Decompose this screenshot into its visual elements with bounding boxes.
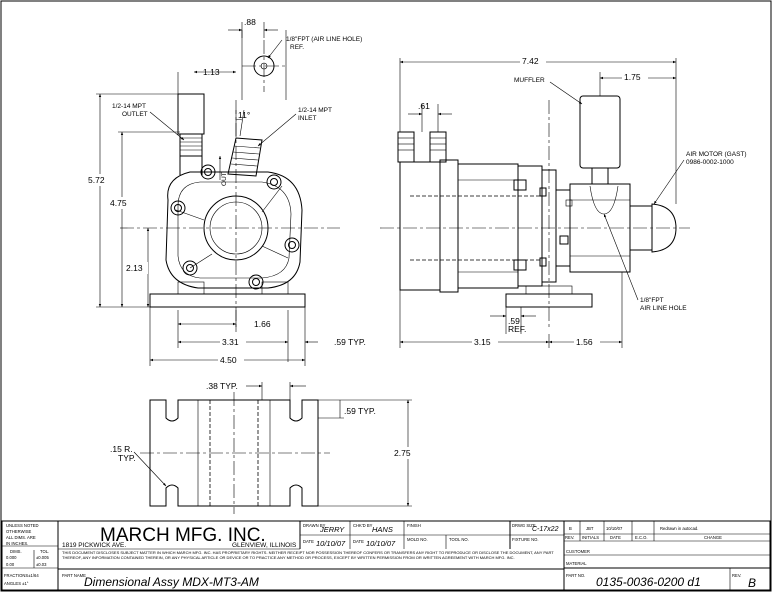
part-no: 0135-0036-0200 d1 xyxy=(596,575,701,589)
dim-475: 4.75 xyxy=(110,198,127,208)
rev-value: B xyxy=(748,576,756,590)
front-view-dimensions: 1.13 1/2-14 MPT OUTLET 1/2-14 MPT INLET … xyxy=(86,67,366,366)
air-motor-label-2: 0986-0002-1000 xyxy=(686,159,734,166)
in-inches: IN INCHES. xyxy=(6,541,28,546)
rev-row-date: 10/10/07 xyxy=(606,526,623,531)
all-dims: ALL DIMS. ARE xyxy=(6,535,36,540)
rev-row-change: Redrawn in autocad. xyxy=(660,526,698,531)
air-motor-label-1: AIR MOTOR (GAST) xyxy=(686,151,747,158)
dim-059-ref-label: REF. xyxy=(508,324,526,334)
company-name: MARCH MFG. INC. xyxy=(100,525,266,546)
date-label-1: DATE xyxy=(303,539,314,544)
dim-015-r-typ: TYP. xyxy=(118,453,136,463)
company-city: GLENVIEW, ILLINOIS xyxy=(232,542,297,549)
part-name: Dimensional Assy MDX-MT3-AM xyxy=(84,575,259,589)
otherwise: OTHERWISE xyxy=(6,529,31,534)
dim-742: 7.42 xyxy=(522,56,539,66)
dims-row1: 0.000 xyxy=(6,555,17,560)
drwg-size: C-17x22 xyxy=(532,526,559,533)
drwg-size-label: DRWG SIZE xyxy=(512,523,536,528)
dim-175: 1.75 xyxy=(624,72,641,82)
dim-088: .88 xyxy=(244,17,256,27)
mold-label: MOLD NO. xyxy=(407,537,428,542)
title-block: UNLESS NOTED OTHERWISE ALL DIMS. ARE IN … xyxy=(1,520,771,591)
dims-row2: 0.00 xyxy=(6,562,15,567)
part-name-label: PART NAME xyxy=(62,573,86,578)
air-line-hole-detail: .88 1/8"FPT (AIR LINE HOLE) REF. xyxy=(228,17,362,100)
tol-label: TOL. xyxy=(40,549,49,554)
customer-label: CUSTOMER xyxy=(566,549,590,554)
dim-331: 3.31 xyxy=(222,337,239,347)
rev-hdr: REV. xyxy=(565,535,574,540)
finish-label: FINISH xyxy=(407,523,421,528)
dim-113: 1.13 xyxy=(203,67,220,77)
dim-059-typ-2: .59 TYP. xyxy=(344,406,376,416)
inlet-label-1: 1/2-14 MPT xyxy=(298,107,332,114)
angles: ANGLES ±1° xyxy=(4,581,29,586)
front-view: OUT 11° xyxy=(120,93,340,330)
date-label-2: DATE xyxy=(353,539,364,544)
dim-061: .61 xyxy=(418,101,430,111)
date-1: 10/10/07 xyxy=(316,539,346,548)
side-view-dimensions: 7.42 1.75 .61 MUFFLER AIR MOTOR (GAST) 0… xyxy=(399,55,747,348)
company-address: 1819 PICKWICK AVE. xyxy=(62,542,126,549)
out-arrow-label: OUT xyxy=(221,172,228,186)
tol-row1: ±0.005 xyxy=(36,555,49,560)
rev-row-initials: JBT xyxy=(586,526,594,531)
inlet-label-2: INLET xyxy=(298,115,316,122)
fpt-label-2: AIR LINE HOLE xyxy=(640,305,687,312)
dim-166: 1.66 xyxy=(254,319,271,329)
dim-315: 3.15 xyxy=(474,337,491,347)
dims-label: DIMS. xyxy=(10,549,22,554)
base-view-dimensions: .38 TYP. .59 TYP. 2.75 .15 R. TYP. xyxy=(110,381,420,507)
tol-row2: ±0.03 xyxy=(36,562,47,567)
fixture-label: FIXTURE NO. xyxy=(512,537,539,542)
outlet-label-1: 1/2-14 MPT xyxy=(112,103,146,110)
dim-275: 2.75 xyxy=(394,448,411,458)
chkd-by: HANS xyxy=(372,525,393,534)
angle-11: 11° xyxy=(238,110,250,120)
disclaimer-text: THIS DOCUMENT DISCLOSES SUBJECT MATTER I… xyxy=(62,550,554,560)
chkd-by-label: CHK'D BY xyxy=(353,523,373,528)
outlet-label-2: OUTLET xyxy=(122,111,148,118)
drawn-by: JERRY xyxy=(319,525,345,534)
eco-hdr: E.C.O. xyxy=(635,535,648,540)
dim-156: 1.56 xyxy=(576,337,593,347)
fpt-label-1: 1/8"FPT xyxy=(640,297,664,304)
material-label: MATERIAL xyxy=(566,561,587,566)
dim-450: 4.50 xyxy=(220,355,237,365)
dim-015-r: .15 R. xyxy=(110,444,133,454)
rev-row-rev: B xyxy=(569,526,572,531)
change-hdr: CHANGE xyxy=(704,535,722,540)
dim-059-typ: .59 TYP. xyxy=(334,337,366,347)
dim-038-typ: .38 TYP. xyxy=(206,381,238,391)
base-view xyxy=(140,392,330,514)
muffler-label: MUFFLER xyxy=(514,77,545,84)
side-view xyxy=(380,95,690,330)
date-hdr: DATE xyxy=(610,535,621,540)
date-2: 10/10/07 xyxy=(366,539,396,548)
dim-213: 2.13 xyxy=(126,263,143,273)
rev-label: REV. xyxy=(732,573,741,578)
fractions: FRACTIONS±1/64 xyxy=(4,573,39,578)
dim-572: 5.72 xyxy=(88,175,105,185)
drawn-by-label: DRAWN BY xyxy=(303,523,326,528)
initials-hdr: INITIALS xyxy=(582,535,599,540)
unless-noted: UNLESS NOTED xyxy=(6,523,39,528)
air-line-hole-top-label: 1/8"FPT (AIR LINE HOLE) xyxy=(286,36,362,43)
part-no-label: PART NO. xyxy=(566,573,585,578)
tool-label: TOOL NO. xyxy=(449,537,469,542)
dim-059-ref: .59 xyxy=(508,316,520,326)
air-line-hole-top-ref: REF. xyxy=(290,44,304,51)
